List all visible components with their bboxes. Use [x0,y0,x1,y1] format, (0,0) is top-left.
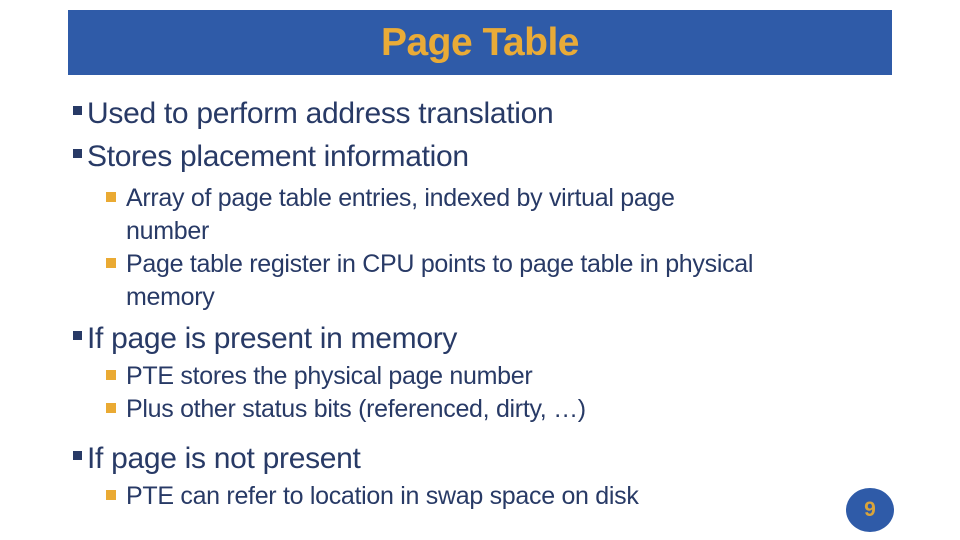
list-item: PTE can refer to location in swap space … [73,480,942,513]
bullet-line: If page is not present [87,442,361,475]
bullet-square-icon [106,490,116,500]
bullet-square-icon [106,192,116,202]
bullet-line: Plus other status bits (referenced, dirt… [126,395,586,423]
slide-body: Used to perform address translation Stor… [73,92,942,513]
bullet-line: memory [126,283,215,311]
list-item: PTE stores the physical page number [73,360,942,393]
list-item: If page is present in memory [73,317,942,360]
bullet-line: Used to perform address translation [87,97,554,130]
bullet-square-icon [106,258,116,268]
list-item: If page is not present [73,437,942,480]
bullet-line: PTE can refer to location in swap space … [126,482,639,510]
bullet-line: If page is present in memory [87,322,458,355]
bullet-list: Used to perform address translation Stor… [73,92,942,513]
page-title: Page Table [380,20,580,64]
bullet-line: Page table register in CPU points to pag… [126,250,754,278]
page-number: 9 [864,498,876,521]
bullet-square-icon [106,403,116,413]
list-item: Array of page table entries, indexed by … [73,182,942,248]
page-number-badge: 9 [846,488,894,532]
bullet-square-icon [73,106,82,115]
bullet-square-icon [73,149,82,158]
bullet-square-icon [73,451,82,460]
bullet-line: number [126,217,209,245]
list-item: Plus other status bits (referenced, dirt… [73,393,942,426]
bullet-square-icon [106,370,116,380]
list-item: Stores placement information [73,135,942,178]
bullet-line: Stores placement information [87,140,469,173]
list-item: Page table register in CPU points to pag… [73,248,942,314]
bullet-line: PTE stores the physical page number [126,362,533,390]
list-item: Used to perform address translation [73,92,942,135]
title-banner: Page Table [68,10,892,75]
bullet-line: Array of page table entries, indexed by … [126,184,675,212]
bullet-square-icon [73,331,82,340]
